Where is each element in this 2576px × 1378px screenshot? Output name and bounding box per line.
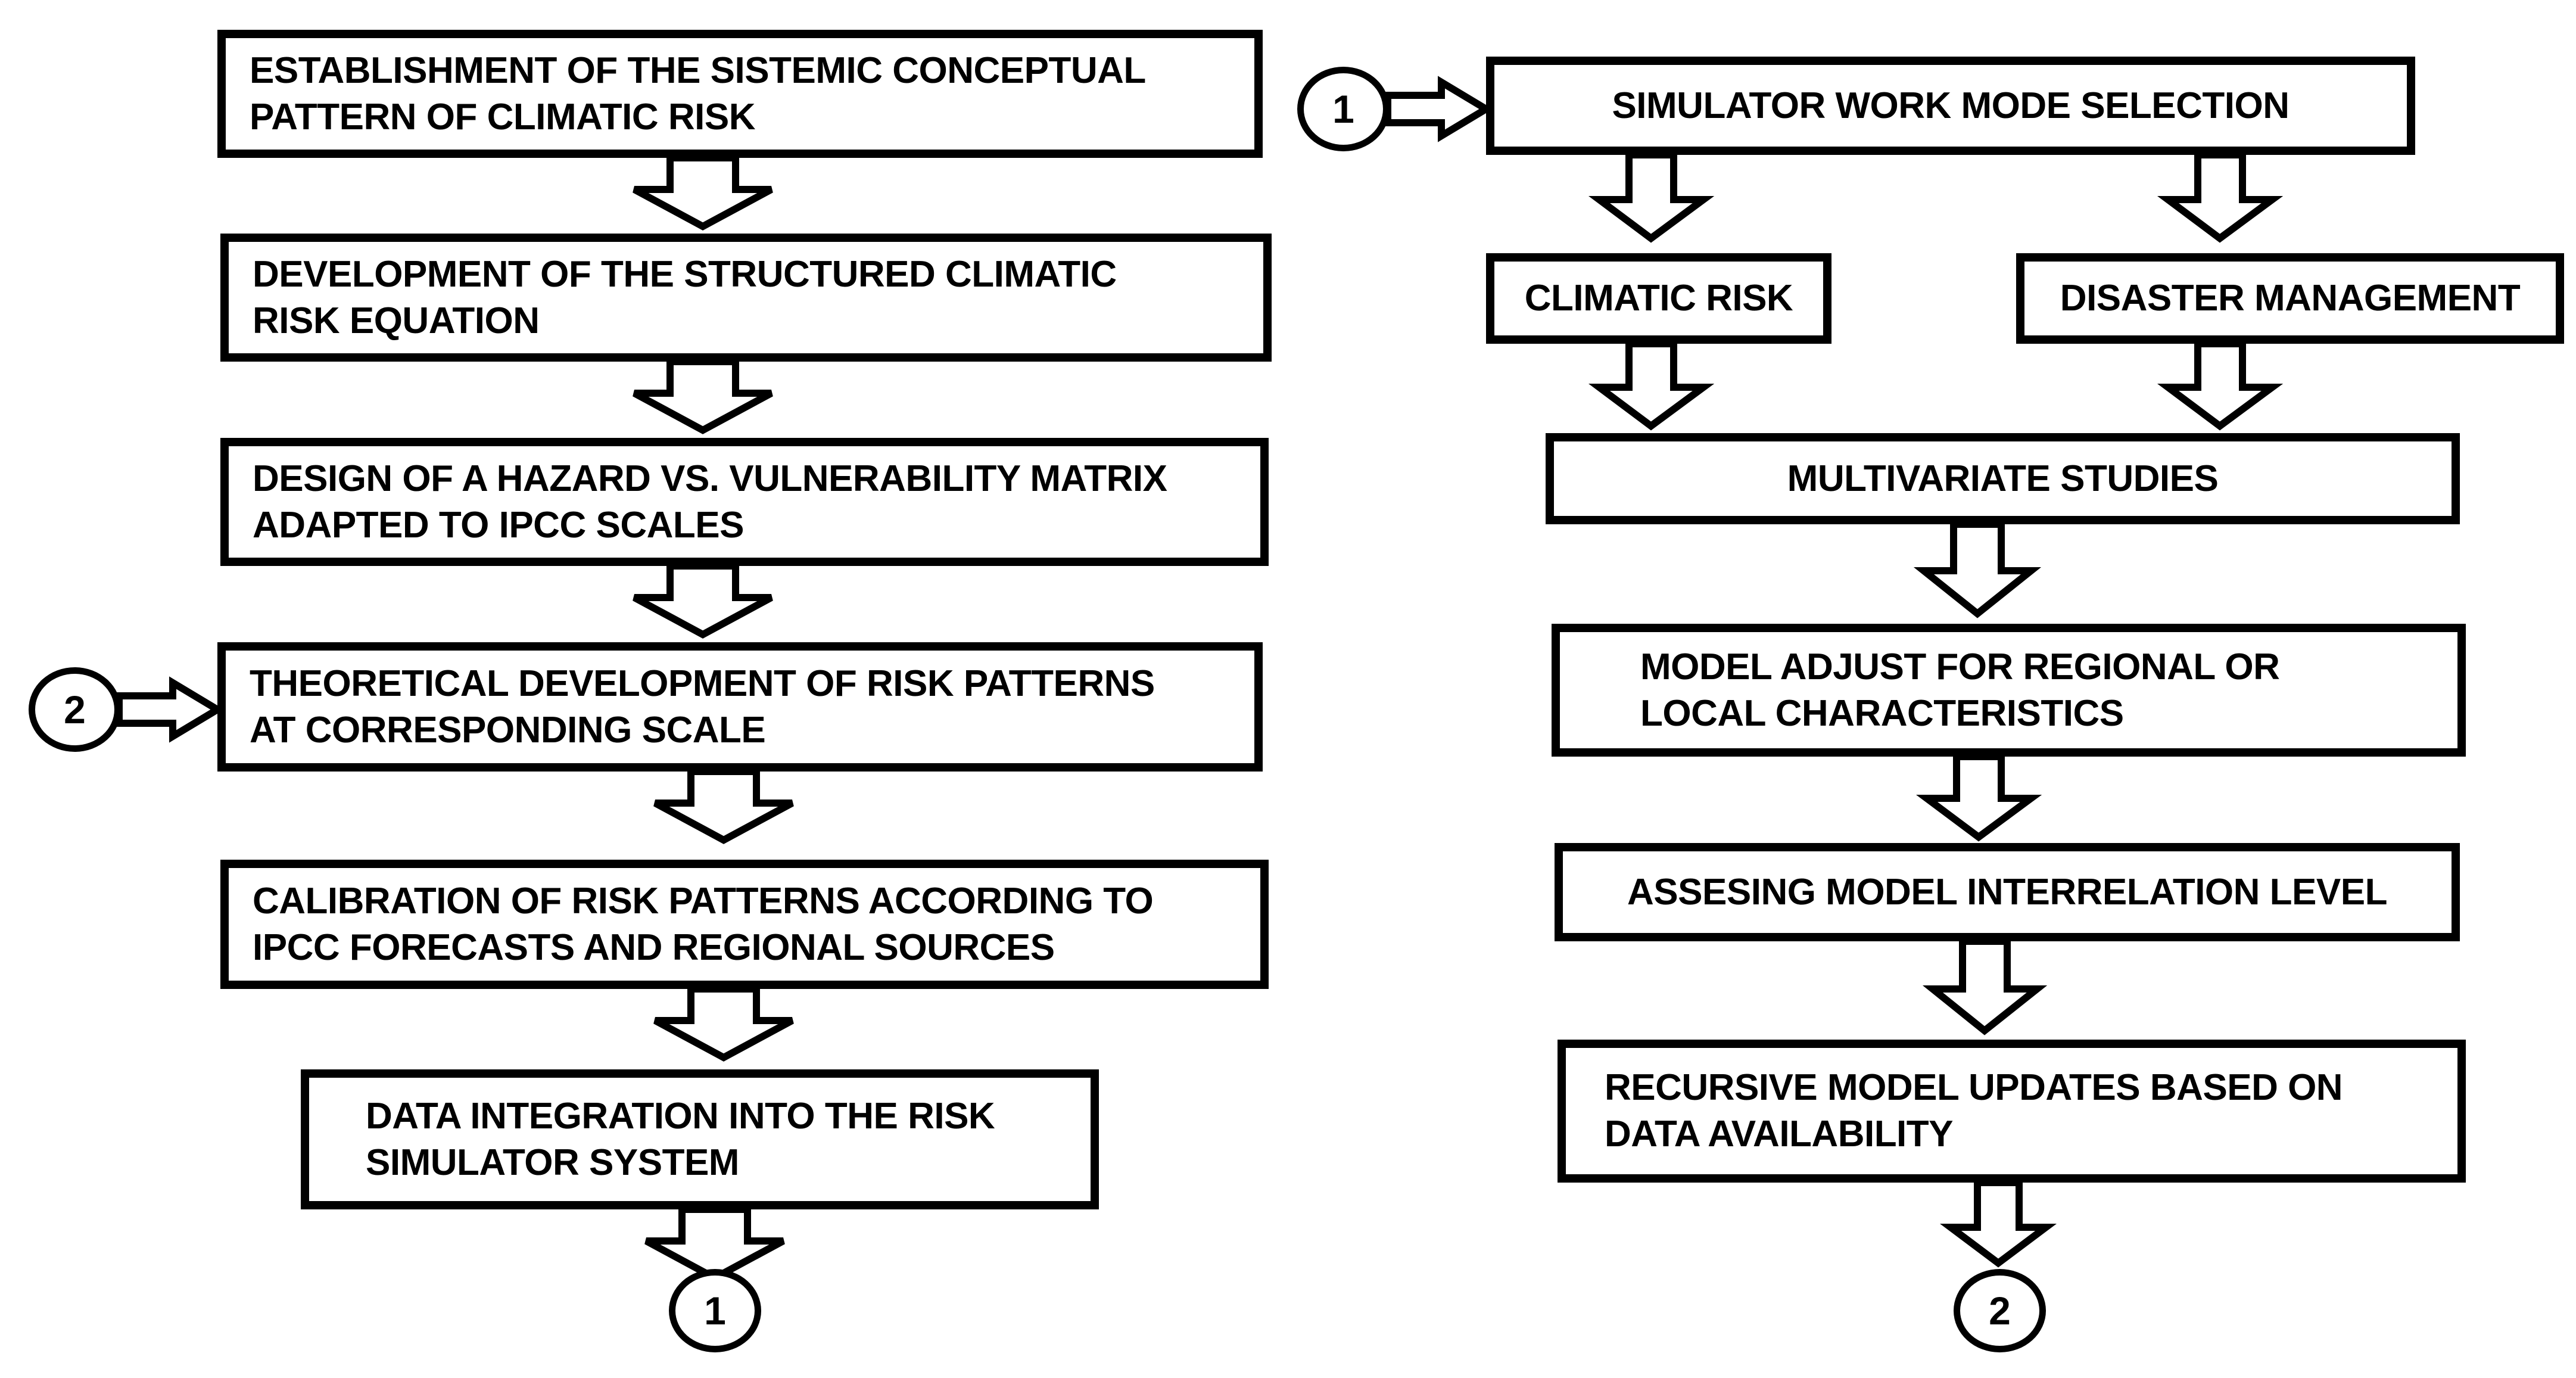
- arrow-down-3: [633, 562, 773, 639]
- arrow-down-1: [633, 154, 773, 231]
- box-disaster-management: DISASTER MANAGEMENT: [2016, 253, 2564, 344]
- arrow-down-mode-to-disaster: [2157, 151, 2284, 243]
- arrow-down-6: [644, 1206, 785, 1282]
- box-model-adjust: MODEL ADJUST FOR REGIONAL OR LOCAL CHARA…: [1552, 624, 2466, 757]
- arrow-down-4: [653, 768, 794, 844]
- box-development: DEVELOPMENT OF THE STRUCTURED CLIMATIC R…: [220, 234, 1272, 362]
- box-recursive: RECURSIVE MODEL UPDATES BASED ON DATA AV…: [1558, 1040, 2466, 1183]
- arrow-down-recursive-to-connector: [1940, 1179, 2057, 1268]
- arrow-down-multivariate-to-adjust: [1913, 521, 2042, 618]
- arrow-down-2: [633, 358, 773, 434]
- box-interrelation: ASSESING MODEL INTERRELATION LEVEL: [1555, 843, 2460, 941]
- connector-2-left: 2: [29, 667, 121, 752]
- arrow-down-5: [653, 985, 794, 1062]
- arrow-down-climatic-to-multivariate: [1588, 340, 1715, 431]
- box-establishment: ESTABLISHMENT OF THE SISTEMIC CONCEPTUAL…: [217, 30, 1263, 158]
- arrow-right-connector-2: [116, 676, 225, 743]
- arrow-down-mode-to-climatic: [1588, 151, 1715, 243]
- box-multivariate: MULTIVARIATE STUDIES: [1546, 433, 2460, 524]
- box-design: DESIGN OF A HAZARD VS. VULNERABILITY MAT…: [220, 438, 1269, 566]
- box-theoretical: THEORETICAL DEVELOPMENT OF RISK PATTERNS…: [217, 642, 1263, 772]
- arrow-down-disaster-to-multivariate: [2157, 340, 2284, 431]
- box-integration: DATA INTEGRATION INTO THE RISK SIMULATOR…: [301, 1069, 1099, 1209]
- connector-2-bottom-right: 2: [1954, 1269, 2046, 1352]
- box-climatic-risk: CLIMATIC RISK: [1486, 253, 1831, 344]
- connector-1-bottom-left: 1: [669, 1269, 761, 1352]
- box-mode-selection: SIMULATOR WORK MODE SELECTION: [1486, 57, 2415, 155]
- arrow-down-interrelation-to-recursive: [1922, 938, 2048, 1035]
- arrow-down-adjust-to-interrelation: [1915, 753, 2042, 842]
- connector-1-top-right: 1: [1297, 67, 1390, 151]
- arrow-right-connector-1: [1384, 76, 1493, 142]
- box-calibration: CALIBRATION OF RISK PATTERNS ACCORDING T…: [220, 860, 1269, 989]
